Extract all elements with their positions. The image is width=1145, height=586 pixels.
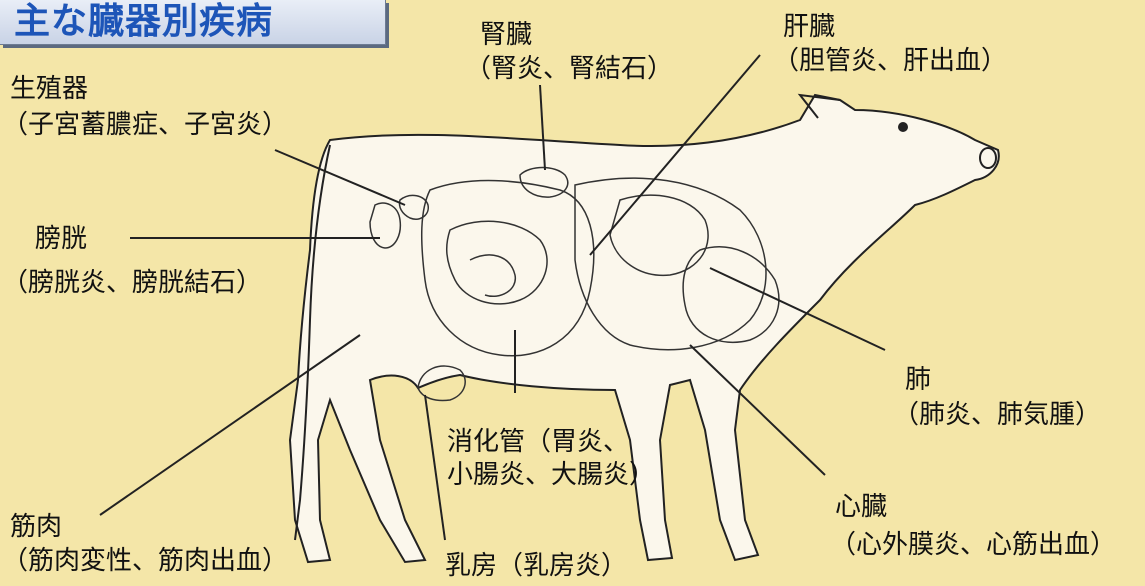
kidney-name: 腎臓 xyxy=(480,18,532,52)
liver-diseases: （胆管炎、肝出血） xyxy=(773,44,1007,78)
cow-eye xyxy=(898,122,908,132)
udder-label: 乳房（乳房炎） xyxy=(445,549,627,583)
bladder-name: 膀胱 xyxy=(35,222,87,256)
heart-name: 心臓 xyxy=(835,490,887,524)
muscle-name: 筋肉 xyxy=(10,510,62,544)
digestive-line2: 小腸炎、大腸炎） xyxy=(447,458,655,492)
reproductive-diseases: （子宮蓄膿症、子宮炎） xyxy=(2,108,288,142)
lung-name: 肺 xyxy=(905,363,931,397)
liver-name: 肝臓 xyxy=(783,10,835,44)
kidney-diseases: （腎炎、腎結石） xyxy=(465,52,673,86)
bladder-diseases: （膀胱炎、膀胱結石） xyxy=(2,266,262,300)
lung-diseases: （肺炎、肺気腫） xyxy=(893,398,1101,432)
reproductive-name: 生殖器 xyxy=(10,72,88,106)
muscle-diseases: （筋肉変性、筋肉出血） xyxy=(2,544,288,578)
digestive-line1: 消化管（胃炎、 xyxy=(447,425,629,459)
leader-udder xyxy=(425,395,445,540)
heart-diseases: （心外膜炎、心筋出血） xyxy=(830,528,1116,562)
